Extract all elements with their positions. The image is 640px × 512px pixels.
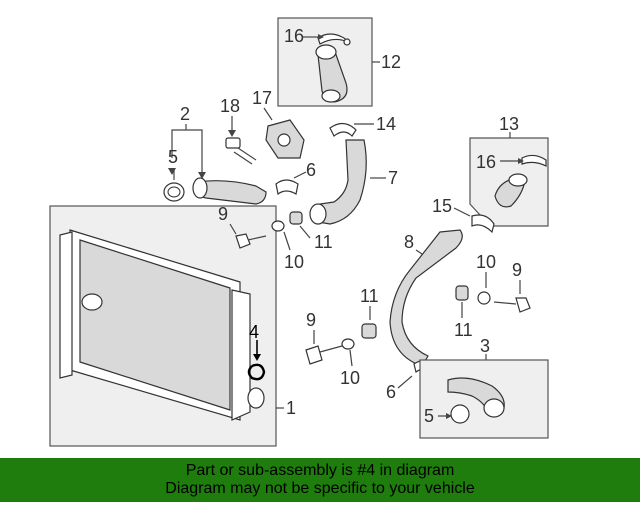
valve-part-17[interactable] — [265, 119, 305, 159]
clamp-part-16-right[interactable] — [521, 154, 547, 167]
callout-9-center[interactable]: 9 — [306, 310, 316, 330]
callout-10-right[interactable]: 10 — [476, 252, 496, 272]
callout-12[interactable]: 12 — [381, 52, 401, 72]
callout-4[interactable]: 4 — [249, 322, 259, 342]
bolt-part-9-left[interactable] — [235, 233, 267, 249]
callout-9-right[interactable]: 9 — [512, 260, 522, 280]
callout-13[interactable]: 13 — [499, 114, 519, 134]
info-banner: Part or sub-assembly is #4 in diagram Di… — [0, 458, 640, 502]
callout-5-right[interactable]: 5 — [424, 406, 434, 426]
washer-part-10-left[interactable] — [271, 220, 285, 232]
intercooler-box-1: 1 4 — [49, 205, 296, 447]
seal-part-5-left[interactable] — [163, 182, 185, 202]
callout-10-center[interactable]: 10 — [340, 368, 360, 388]
box-group-3: 3 5 — [419, 336, 549, 439]
clamp-part-16-top[interactable] — [317, 33, 351, 46]
callout-16-top[interactable]: 16 — [284, 26, 304, 46]
pipe-part-7[interactable] — [309, 139, 367, 225]
hose-part-3[interactable] — [447, 377, 505, 418]
callout-2[interactable]: 2 — [180, 104, 190, 124]
clamp-part-14[interactable] — [329, 122, 357, 137]
bolt-group-18: 18 — [220, 96, 257, 165]
callout-15[interactable]: 15 — [432, 196, 452, 216]
callout-11-center[interactable]: 11 — [360, 286, 379, 306]
callout-17[interactable]: 17 — [252, 88, 272, 108]
fastener-group-left: 9 10 11 — [218, 204, 333, 272]
banner-line-2: Diagram may not be specific to your vehi… — [165, 480, 475, 497]
callout-11-right[interactable]: 11 — [454, 320, 473, 340]
hose-part-13[interactable] — [494, 173, 528, 208]
bushing-part-11-right[interactable] — [455, 285, 469, 301]
box-group-12: 16 12 — [277, 17, 401, 107]
callout-16-right[interactable]: 16 — [476, 152, 496, 172]
clamp-part-6-top[interactable] — [275, 179, 299, 196]
seal-part-5-right[interactable] — [450, 404, 470, 424]
callout-10-left[interactable]: 10 — [284, 252, 304, 272]
washer-part-10-right[interactable] — [477, 291, 491, 305]
callout-3[interactable]: 3 — [480, 336, 490, 356]
callout-1[interactable]: 1 — [286, 398, 296, 418]
fastener-group-center: 9 10 11 — [305, 286, 379, 388]
callout-14[interactable]: 14 — [376, 114, 396, 134]
callout-18[interactable]: 18 — [220, 96, 240, 116]
intercooler-part-1[interactable] — [59, 229, 265, 421]
bolt-part-9-center[interactable] — [305, 345, 343, 365]
banner-line-1: Part or sub-assembly is #4 in diagram — [185, 462, 455, 479]
callout-7[interactable]: 7 — [388, 168, 398, 188]
washer-part-10-center[interactable] — [341, 338, 355, 350]
clamp-part-15[interactable] — [471, 214, 495, 234]
valve-group-17: 17 — [252, 88, 305, 159]
parts-diagram: 16 12 16 13 1 — [49, 17, 549, 447]
bushing-part-11-left[interactable] — [289, 211, 303, 225]
box-group-13: 16 13 — [469, 114, 549, 227]
callout-6-top[interactable]: 6 — [306, 160, 316, 180]
hose-group-2: 2 5 — [163, 104, 267, 205]
pipe-part-8[interactable] — [389, 229, 463, 367]
callout-9-left[interactable]: 9 — [218, 204, 228, 224]
bolt-part-9-right[interactable] — [493, 297, 531, 313]
callout-6-bottom[interactable]: 6 — [386, 382, 396, 402]
callout-11-left[interactable]: 11 — [314, 232, 333, 252]
bolt-part-18[interactable] — [225, 137, 257, 165]
fastener-group-right: 10 9 11 — [454, 252, 531, 340]
pipe-group-7: 14 7 6 — [275, 114, 398, 225]
callout-8[interactable]: 8 — [404, 232, 414, 252]
hose-part-12[interactable] — [315, 44, 348, 103]
hose-part-2[interactable] — [192, 177, 267, 205]
bushing-part-11-center[interactable] — [361, 323, 377, 339]
seal-part-4[interactable] — [247, 363, 266, 381]
callout-5-left[interactable]: 5 — [168, 147, 178, 167]
